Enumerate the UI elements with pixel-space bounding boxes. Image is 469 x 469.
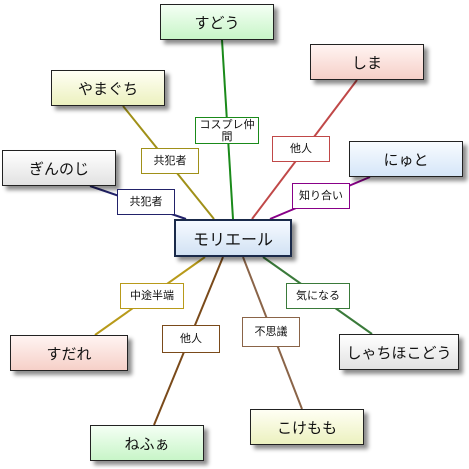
node-shima[interactable]: しま bbox=[310, 44, 424, 80]
edge-label-nefa: 他人 bbox=[162, 325, 220, 353]
node-shachi[interactable]: しゃちほこどう bbox=[339, 334, 459, 370]
node-sudare[interactable]: すだれ bbox=[10, 335, 128, 371]
node-kokemomo[interactable]: こけもも bbox=[250, 409, 364, 445]
edge-label-nyuto: 知り合い bbox=[292, 183, 350, 209]
edge-label-yamaguchi: 共犯者 bbox=[141, 148, 199, 174]
node-nyuto[interactable]: にゅと bbox=[349, 141, 463, 177]
edge-label-sudou: コスプレ仲間 bbox=[195, 117, 259, 144]
edge-label-kokemomo: 不思議 bbox=[242, 317, 300, 347]
node-nefa[interactable]: ねふぁ bbox=[90, 425, 204, 461]
edge-label-shachi: 気になる bbox=[286, 283, 350, 309]
node-center[interactable]: モリエール bbox=[174, 219, 292, 257]
edge-label-shima: 他人 bbox=[272, 136, 330, 162]
edge-label-ginnoji: 共犯者 bbox=[117, 189, 175, 215]
node-yamaguchi[interactable]: やまぐち bbox=[51, 70, 165, 106]
node-sudou[interactable]: すどう bbox=[160, 4, 274, 40]
node-ginnoji[interactable]: ぎんのじ bbox=[2, 150, 116, 186]
edge-label-sudare: 中途半端 bbox=[120, 283, 184, 309]
